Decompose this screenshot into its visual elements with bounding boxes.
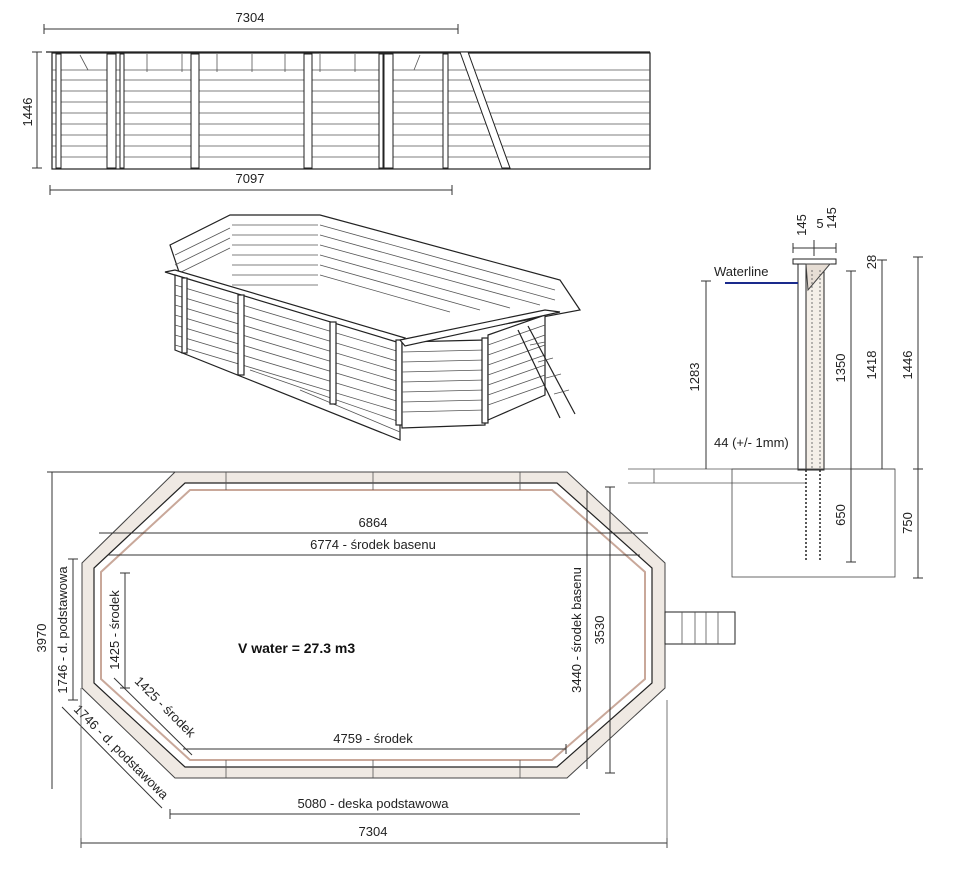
section-dim-1283: 1283 — [687, 363, 702, 392]
plan-dim-6864: 6864 — [359, 515, 388, 530]
plan-dim-5080: 5080 - deska podstawowa — [297, 796, 449, 811]
plan-view: V water = 27.3 m3 6864 6774 - środek bas… — [34, 471, 736, 848]
section-dim-44: 44 (+/- 1mm) — [714, 435, 789, 450]
plan-dim-4759: 4759 - środek — [333, 731, 413, 746]
section-view: 145 5 145 Waterline 1283 44 (+/- 1mm) 13… — [628, 207, 923, 579]
elevation-height: 1446 — [20, 98, 35, 127]
elevation-top-width: 7304 — [236, 10, 265, 25]
section-dim-1418: 1418 — [864, 351, 879, 380]
water-volume: V water = 27.3 m3 — [238, 640, 355, 656]
section-dim-145-left: 145 — [794, 214, 809, 236]
waterline-label: Waterline — [714, 264, 768, 279]
section-dim-5: 5 — [816, 216, 823, 231]
section-dim-750: 750 — [900, 512, 915, 534]
section-dim-1446: 1446 — [900, 351, 915, 380]
plan-dim-6774: 6774 - środek basenu — [310, 537, 436, 552]
plan-dim-3440: 3440 - środek basenu — [569, 567, 584, 693]
plan-dim-3530: 3530 — [592, 616, 607, 645]
plan-dim-1425-left: 1425 - środek — [107, 590, 122, 670]
elevation-view: 7304 1446 — [20, 10, 651, 195]
section-dim-145-right: 145 — [824, 207, 839, 229]
plan-dim-1746-left: 1746 - d. podstawowa — [55, 566, 70, 694]
plan-dim-3970: 3970 — [34, 624, 49, 653]
plan-dim-7304: 7304 — [359, 824, 388, 839]
section-dim-650: 650 — [833, 504, 848, 526]
section-dim-1350: 1350 — [833, 354, 848, 383]
section-dim-28: 28 — [864, 255, 879, 269]
perspective-view — [164, 214, 582, 441]
elevation-bottom-width: 7097 — [236, 171, 265, 186]
